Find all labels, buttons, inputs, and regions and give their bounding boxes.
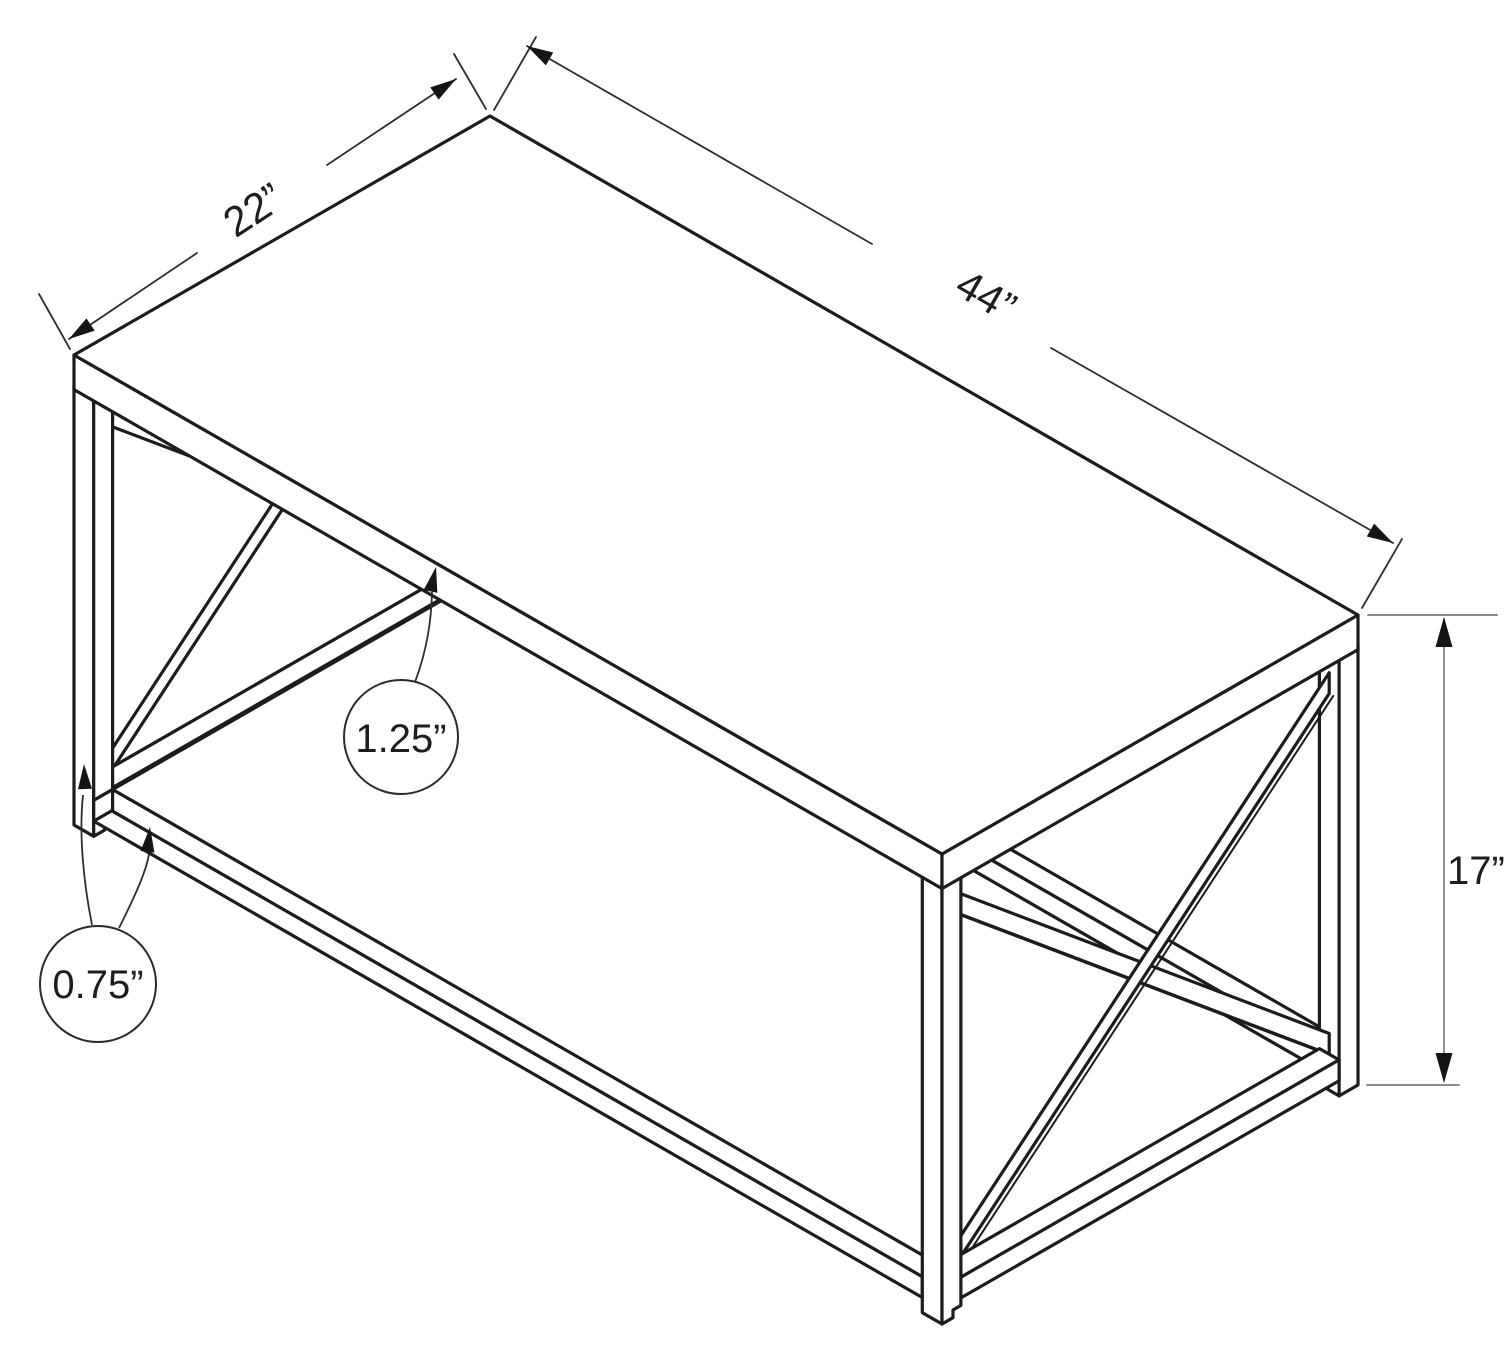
dim-label-height: 17” xyxy=(1447,849,1505,893)
leg-left-side-face xyxy=(92,384,115,838)
callout-circle-top-thickness xyxy=(343,679,459,795)
arrowhead-icon xyxy=(1435,617,1453,647)
shelf-rail-front-endcap xyxy=(92,787,115,823)
shelf-rail-front-face xyxy=(92,798,924,1300)
tabletop-top-face xyxy=(72,114,1360,856)
arrowhead-icon xyxy=(430,79,456,100)
leg-right-side-face xyxy=(1337,643,1360,1098)
shelf-rail-front-top xyxy=(92,787,943,1279)
ext-line-depth-left xyxy=(38,293,71,350)
arrowhead-icon xyxy=(1366,523,1393,543)
callout-label-tube-thickness: 0.75” xyxy=(52,963,143,1007)
dim-label-width: 44” xyxy=(948,260,1024,331)
leg-front-front-face xyxy=(920,871,944,1326)
ext-line-width-apex xyxy=(493,36,537,111)
dimension-annotations xyxy=(38,36,1498,1086)
callout-circle-tube-thickness xyxy=(39,925,157,1043)
ext-line-depth-apex xyxy=(453,53,487,110)
dim-line-width xyxy=(526,45,873,245)
leader-top-thickness xyxy=(414,591,433,683)
arrowhead-icon xyxy=(140,827,155,853)
callout-label-top-thickness: 1.25” xyxy=(355,717,446,761)
arrowhead-icon xyxy=(527,46,554,66)
dim-line-width xyxy=(1050,347,1394,544)
table-line-art xyxy=(72,114,1360,1326)
arrowhead-icon xyxy=(69,318,95,339)
ext-line-width-right xyxy=(1361,538,1403,609)
bar-edge-line xyxy=(954,694,1335,1276)
shelf-rail-right-top xyxy=(939,1047,1341,1279)
leader-tube-to-leg xyxy=(80,794,93,926)
leader-tube-to-shelf-rail xyxy=(118,853,150,929)
arrowhead-icon xyxy=(423,567,438,593)
leg-front-side-face xyxy=(940,871,963,1326)
arrowhead-icon xyxy=(78,764,92,790)
arrowhead-icon xyxy=(1435,1053,1453,1083)
